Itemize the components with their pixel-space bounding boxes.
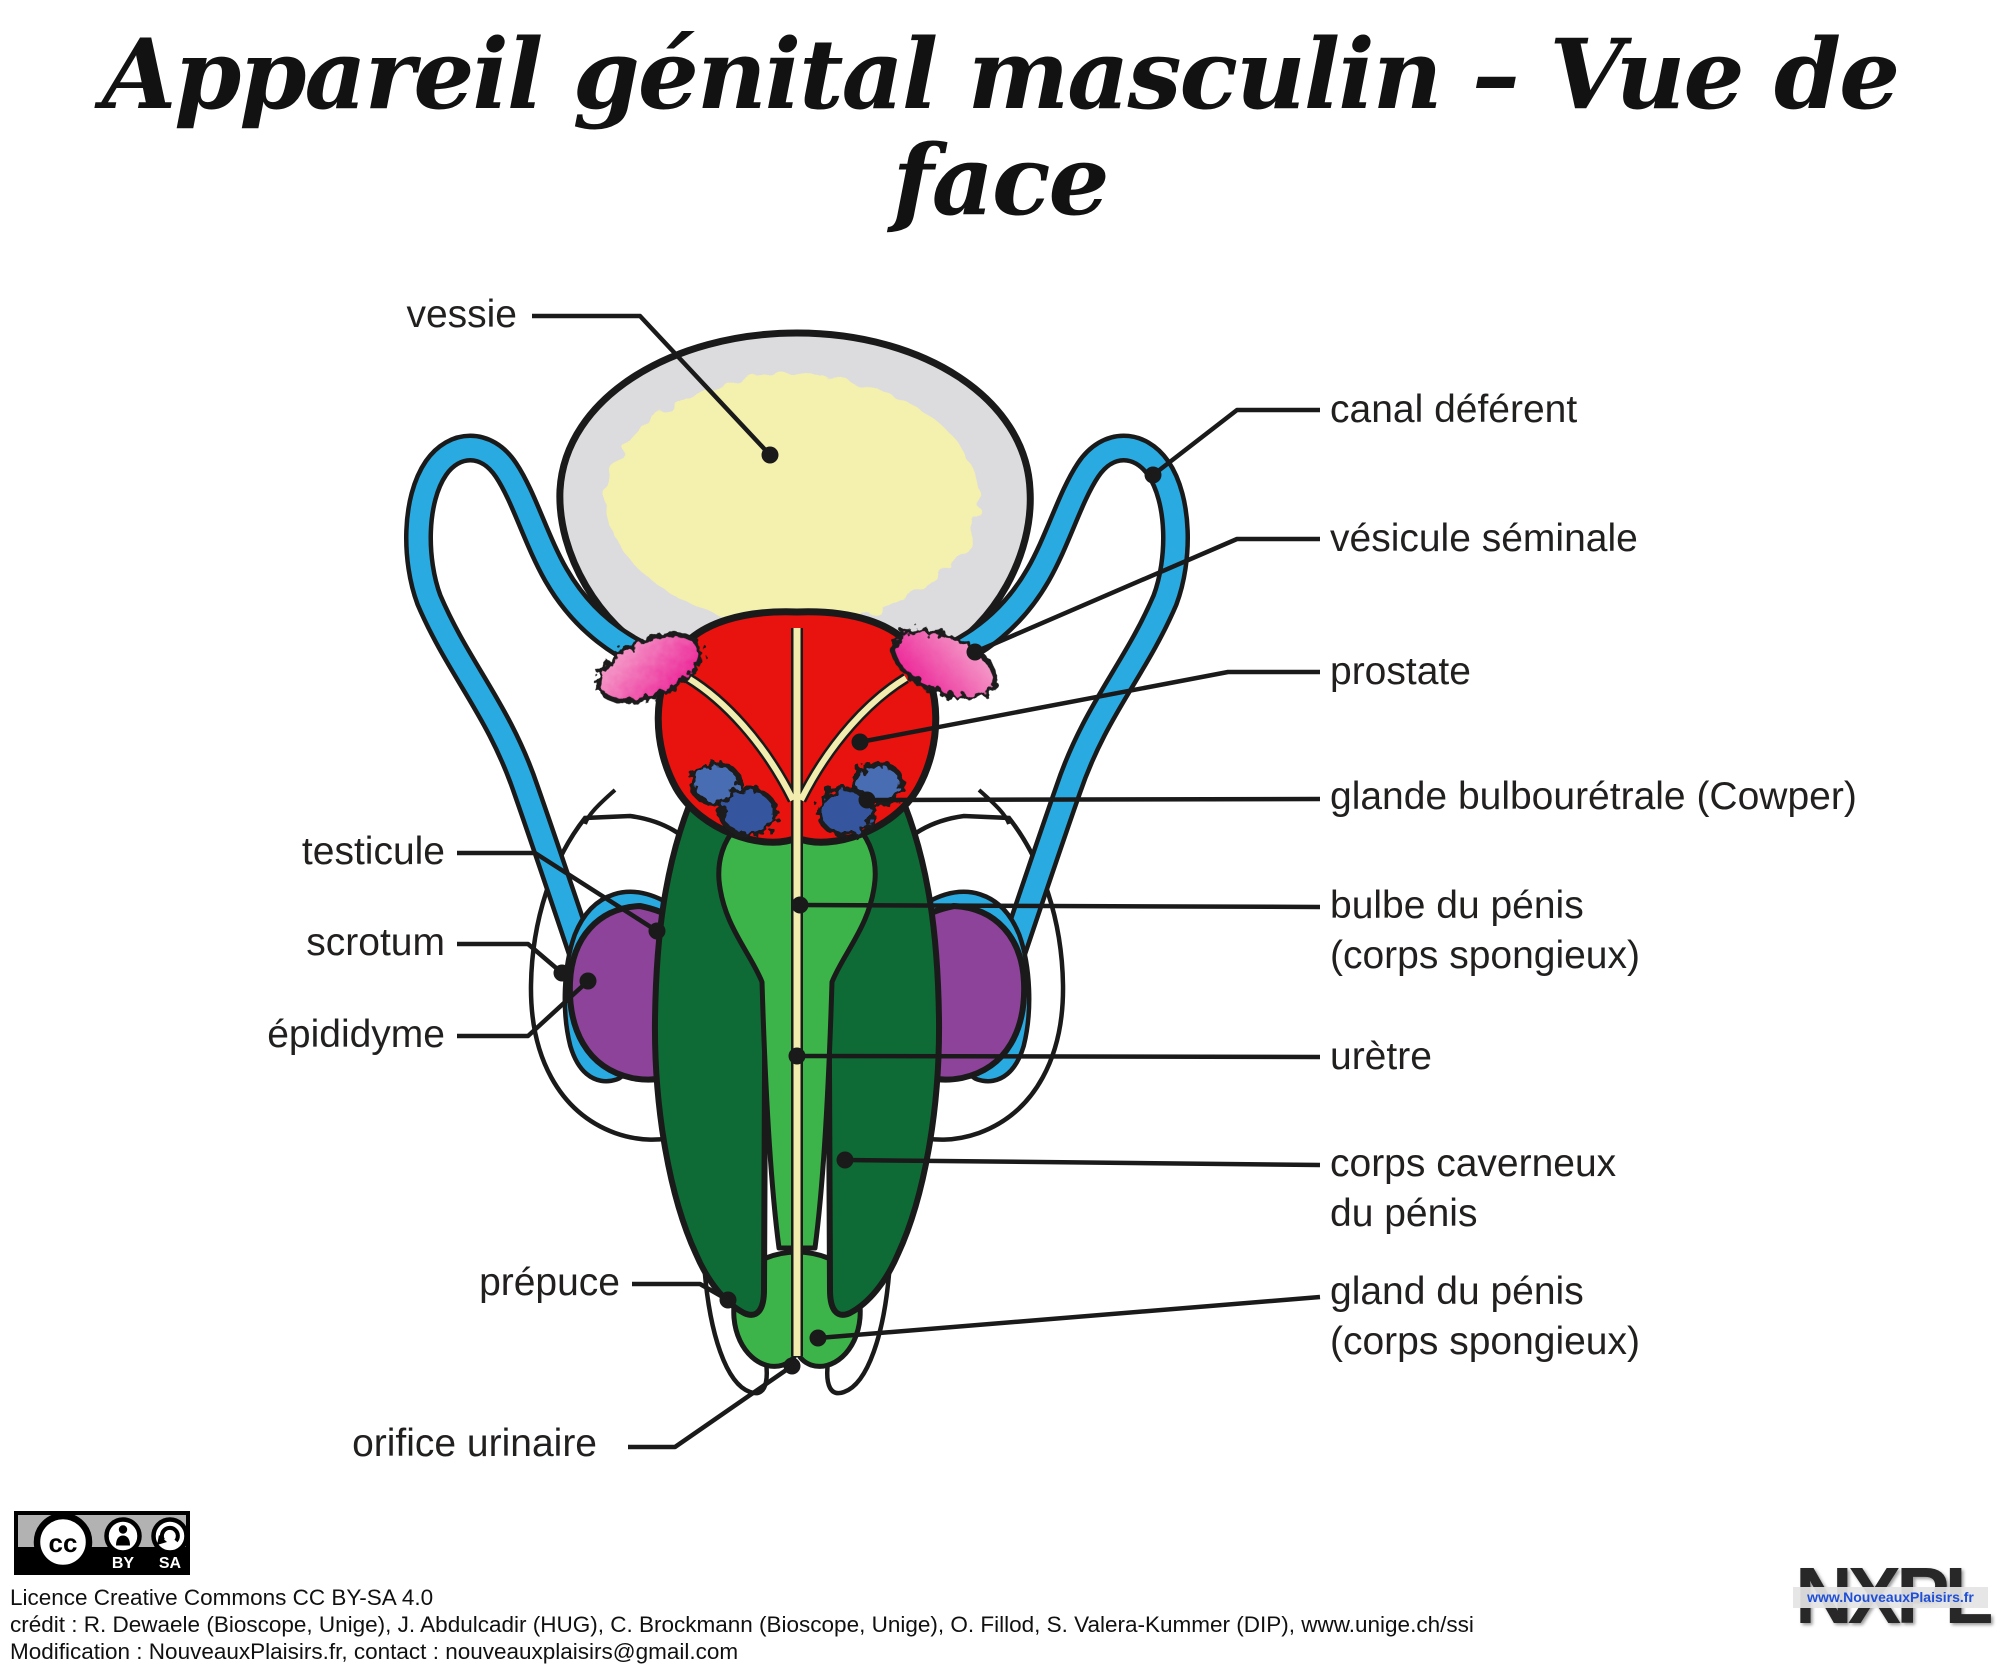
label-canal-deferent: canal déférent [1330, 388, 1578, 431]
leader-dots [553, 446, 1162, 1375]
leader-uretre [796, 1053, 1321, 1060]
label-vessie: vessie [406, 293, 517, 336]
leader-testicule [457, 850, 659, 933]
label-bulbe-du-penis: bulbe du pénis (corps spongieux) [1330, 881, 1640, 981]
label-epididyme: épididyme [267, 1013, 445, 1056]
label-bulbe-line1: bulbe du pénis [1330, 884, 1584, 927]
label-gland-du-penis: gland du pénis (corps spongieux) [1330, 1267, 1640, 1367]
nxpl-logo: NXPL www.NouveauxPlaisirs.fr [1793, 1556, 1993, 1644]
svg-text:SA: SA [159, 1555, 182, 1572]
groin-contour-left [583, 788, 617, 825]
leader-scrotum [457, 941, 564, 975]
urethra-channel [685, 628, 909, 1356]
leader-prepuce [632, 1281, 730, 1302]
groin-contour-right [977, 788, 1011, 825]
license-line: Licence Creative Commons CC BY-SA 4.0 [10, 1585, 434, 1610]
seminal-vesicle-left-shape [596, 632, 704, 704]
label-caverneux-line1: corps caverneux [1330, 1142, 1617, 1185]
leader-canal-deferent [1151, 407, 1320, 477]
credit-line: crédit : R. Dewaele (Bioscope, Unige), J… [10, 1612, 1474, 1637]
cc-license-badge: cc BY SA [14, 1511, 190, 1575]
nxpl-logo-url: www.NouveauxPlaisirs.fr [1807, 1589, 1974, 1605]
label-prostate: prostate [1330, 650, 1471, 693]
leader-lines [457, 313, 1321, 1450]
vas-deferens-left [404, 433, 705, 1077]
page-title: Appareil génital masculin – Vue de face [101, 18, 1900, 237]
modification-line: Modification : NouveauxPlaisirs.fr, cont… [10, 1639, 739, 1664]
bladder-interior-shape [607, 376, 979, 624]
leader-vesicule [974, 536, 1320, 655]
label-uretre: urètre [1330, 1035, 1432, 1078]
label-corps-caverneux: corps caverneux du pénis [1330, 1139, 1616, 1239]
leader-orifice [628, 1364, 794, 1450]
leader-vessie [532, 313, 772, 457]
label-vesicule-seminale: vésicule séminale [1330, 517, 1638, 560]
footer-credits: Licence Creative Commons CC BY-SA 4.0 cr… [10, 1584, 1474, 1665]
label-gland-line2: (corps spongieux) [1330, 1320, 1640, 1363]
label-caverneux-line2: du pénis [1330, 1192, 1478, 1235]
share-alike-arrow-icon [151, 1517, 189, 1555]
leader-caverneux [844, 1157, 1321, 1168]
cc-icon [33, 1512, 93, 1572]
leader-cowper [866, 796, 1321, 803]
vas-deferens-right [889, 433, 1190, 1077]
leader-gland [817, 1294, 1321, 1341]
label-prepuce: prépuce [479, 1261, 620, 1304]
cowper-gland-left-shape [689, 761, 778, 838]
svg-text:BY: BY [112, 1555, 135, 1572]
label-testicule: testicule [301, 830, 445, 873]
cowper-gland-right-shape [816, 761, 905, 838]
label-gland-line1: gland du pénis [1330, 1270, 1584, 1313]
label-bulbe-line2: (corps spongieux) [1330, 934, 1640, 977]
leader-epididyme [457, 979, 590, 1039]
leader-prostate [859, 669, 1320, 745]
label-scrotum: scrotum [306, 921, 445, 964]
label-glande-bulbouretrale: glande bulbourétrale (Cowper) [1330, 775, 1857, 818]
leader-bulbe [799, 902, 1321, 910]
label-orifice-urinaire: orifice urinaire [352, 1422, 597, 1465]
nxpl-logo-url-band: www.NouveauxPlaisirs.fr [1793, 1587, 1988, 1608]
svg-text:cc: cc [49, 1528, 78, 1558]
